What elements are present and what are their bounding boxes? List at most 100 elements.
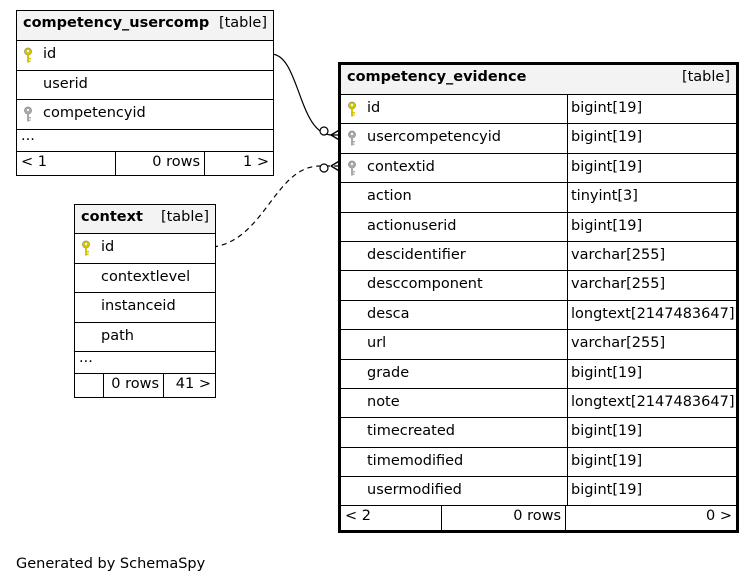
column-row[interactable]: timemodified bigint[19] xyxy=(341,447,736,478)
column-name: usercompetencyid xyxy=(367,129,501,146)
nav-divider xyxy=(115,151,116,175)
table-name[interactable]: context xyxy=(81,209,143,225)
table-nav-row: 0 rows 41 > xyxy=(75,374,215,397)
column-divider xyxy=(567,124,568,153)
column-name: timecreated xyxy=(367,423,455,440)
column-type: bigint[19] xyxy=(571,452,643,469)
foreign-key-icon xyxy=(347,160,357,177)
column-type: varchar[255] xyxy=(571,335,666,352)
column-name: note xyxy=(367,393,400,410)
column-divider xyxy=(567,95,568,124)
column-row[interactable]: desca longtext[2147483647] xyxy=(341,300,736,331)
table-header: competency_evidence [table] xyxy=(341,65,736,95)
column-type: bigint[19] xyxy=(571,217,643,234)
column-type: varchar[255] xyxy=(571,276,666,293)
table-context[interactable]: context [table] id contextlevel instanceid pa… xyxy=(74,204,216,398)
column-row[interactable]: contextid bigint[19] xyxy=(341,153,736,184)
children-count[interactable]: 1 > xyxy=(243,153,269,170)
table-header: context [table] xyxy=(75,205,215,234)
column-name: contextlevel xyxy=(101,268,191,285)
column-type: bigint[19] xyxy=(571,158,643,175)
column-type: bigint[19] xyxy=(571,423,643,440)
table-kind: [table] xyxy=(218,15,267,31)
row-count: 0 rows xyxy=(152,153,200,170)
column-row[interactable]: contextlevel xyxy=(75,264,215,293)
column-type: varchar[255] xyxy=(571,246,666,263)
relationship-usercomp-evidence xyxy=(270,53,340,136)
column-name: usermodified xyxy=(367,482,462,499)
column-name: descidentifier xyxy=(367,246,466,263)
parents-count[interactable]: < 1 xyxy=(21,153,47,170)
column-divider xyxy=(567,241,568,271)
relationship-context-evidence xyxy=(212,165,340,248)
table-nav-row: < 2 0 rows 0 > xyxy=(341,506,736,531)
column-divider xyxy=(567,212,568,241)
column-name: actionuserid xyxy=(367,217,457,234)
table-competency-usercomp[interactable]: competency_usercomp [table] id userid compet… xyxy=(16,10,274,176)
column-row[interactable]: descidentifier varchar[255] xyxy=(341,241,736,272)
column-name: action xyxy=(367,188,412,205)
column-divider xyxy=(567,300,568,330)
row-count: 0 rows xyxy=(111,376,159,392)
table-nav-row: < 1 0 rows 1 > xyxy=(17,151,273,175)
more-columns-ellipsis: ... xyxy=(79,350,93,366)
footer-credit: Generated by SchemaSpy xyxy=(16,556,206,572)
column-row[interactable]: actionuserid bigint[19] xyxy=(341,212,736,242)
column-row[interactable]: id xyxy=(17,41,273,71)
table-name[interactable]: competency_evidence xyxy=(347,69,527,85)
foreign-key-icon xyxy=(23,106,33,123)
primary-key-icon xyxy=(23,47,33,64)
column-divider xyxy=(567,388,568,418)
column-row[interactable]: id xyxy=(75,234,215,264)
column-row[interactable]: usercompetencyid bigint[19] xyxy=(341,124,736,154)
column-row[interactable]: path xyxy=(75,323,215,352)
table-kind: [table] xyxy=(681,69,730,85)
column-name: timemodified xyxy=(367,452,464,469)
column-row[interactable]: instanceid xyxy=(75,293,215,323)
children-count[interactable]: 0 > xyxy=(706,508,732,525)
more-columns-row[interactable]: ... xyxy=(75,350,215,374)
column-name: desca xyxy=(367,305,410,322)
column-type: longtext[2147483647] xyxy=(571,305,735,322)
row-count: 0 rows xyxy=(513,508,561,525)
more-columns-row[interactable]: ... xyxy=(17,127,273,152)
column-divider xyxy=(567,153,568,183)
column-name: grade xyxy=(367,364,410,381)
column-name: userid xyxy=(43,75,88,92)
parents-count[interactable]: < 2 xyxy=(345,508,371,525)
column-type: bigint[19] xyxy=(571,100,643,116)
column-divider xyxy=(567,271,568,300)
foreign-key-icon xyxy=(347,130,357,147)
nav-divider xyxy=(163,374,164,397)
zero-or-many-marker xyxy=(319,163,329,173)
column-name: competencyid xyxy=(43,105,146,121)
more-columns-ellipsis: ... xyxy=(21,127,35,144)
column-type: tinyint[3] xyxy=(571,188,638,205)
column-name: id xyxy=(101,239,115,255)
primary-key-icon xyxy=(347,101,357,118)
nav-divider xyxy=(204,151,205,175)
column-row[interactable]: action tinyint[3] xyxy=(341,183,736,213)
table-header: competency_usercomp [table] xyxy=(17,11,273,41)
column-name: contextid xyxy=(367,158,435,175)
nav-divider xyxy=(441,506,442,531)
column-divider xyxy=(567,330,568,359)
column-name: instanceid xyxy=(101,298,176,314)
primary-key-icon xyxy=(81,240,91,257)
column-row[interactable]: timecreated bigint[19] xyxy=(341,418,736,448)
column-divider xyxy=(567,418,568,447)
column-row[interactable]: competencyid xyxy=(17,100,273,130)
table-name[interactable]: competency_usercomp xyxy=(23,15,210,31)
zero-or-many-marker xyxy=(319,126,329,136)
column-row[interactable]: userid xyxy=(17,71,273,100)
table-kind: [table] xyxy=(160,209,209,225)
column-type: bigint[19] xyxy=(571,129,643,146)
children-count[interactable]: 41 > xyxy=(175,376,211,392)
